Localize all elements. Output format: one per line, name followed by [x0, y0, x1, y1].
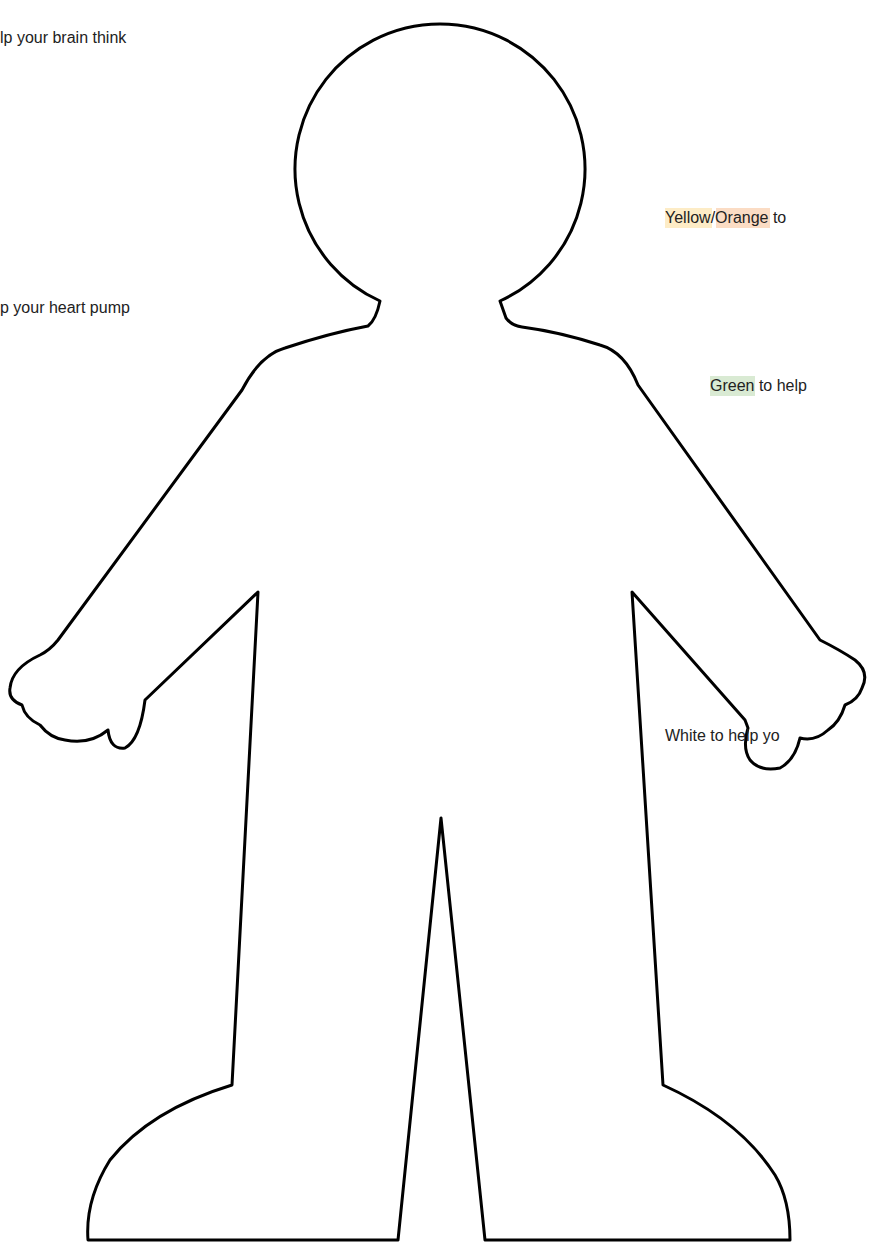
color-note: lp your brain think	[0, 28, 126, 48]
body-outline	[10, 24, 865, 1240]
color-note: Green to help	[710, 376, 807, 396]
color-note: Yellow/Orange to	[665, 208, 786, 228]
color-note: White to help yo	[665, 726, 780, 746]
color-note: p your heart pump	[0, 298, 130, 318]
